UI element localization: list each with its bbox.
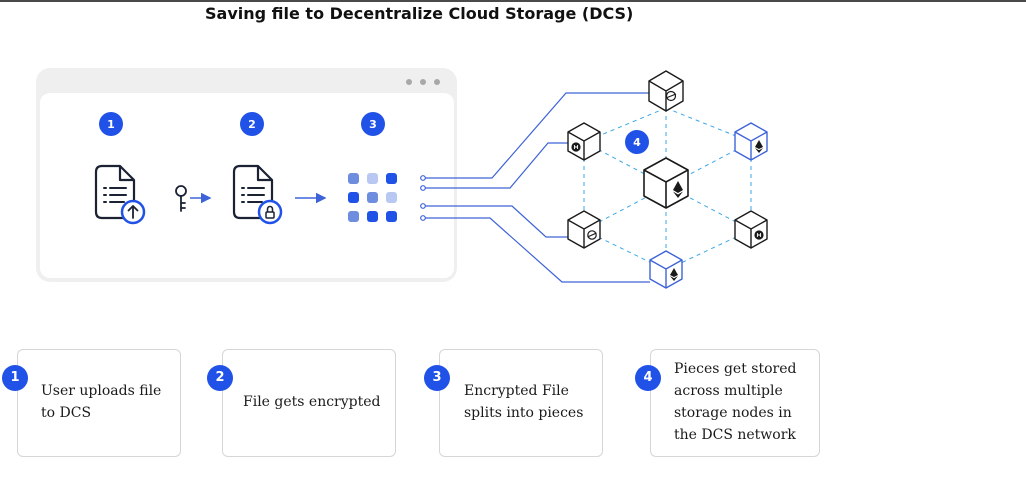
file-upload-icon xyxy=(94,164,146,225)
step-4-text: Pieces get stored across multiple storag… xyxy=(674,358,796,446)
step-4-line-1: Pieces get stored xyxy=(674,361,797,377)
step-1-text: User uploads file to DCS xyxy=(41,380,161,424)
window-dot-1 xyxy=(406,79,412,85)
stellar-icon xyxy=(665,90,677,102)
ethereum-icon xyxy=(755,140,763,153)
step-2-line-1: File gets encrypted xyxy=(243,394,381,410)
storage-node-upper-left xyxy=(567,122,601,161)
storage-node-lower-left xyxy=(567,210,601,249)
step-1-line-2: to DCS xyxy=(41,405,92,421)
step-card-4 xyxy=(650,349,820,457)
top-rule xyxy=(0,0,1026,2)
window-dot-3 xyxy=(434,79,440,85)
svg-text:2: 2 xyxy=(248,118,256,131)
step-badge-1: 1 xyxy=(2,365,28,391)
key-icon xyxy=(175,185,187,212)
storage-node-lower-right xyxy=(734,210,768,249)
window-dot-2 xyxy=(420,79,426,85)
storage-node-bottom xyxy=(649,250,683,289)
network-step-badge: 4 xyxy=(625,130,649,154)
step-1-line-1: User uploads file xyxy=(41,383,162,399)
step-4-line-3: storage nodes in xyxy=(674,405,792,421)
file-pieces-grid xyxy=(348,173,397,222)
svg-text:1: 1 xyxy=(107,118,115,131)
browser-step-badge-2: 2 xyxy=(240,112,264,136)
step-3-text: Encrypted File splits into pieces xyxy=(464,380,583,424)
storage-node-top xyxy=(648,70,684,112)
step-4-line-4: the DCS network xyxy=(674,427,796,443)
step-badge-4: 4 xyxy=(635,365,661,391)
step-3-line-2: splits into pieces xyxy=(464,405,584,421)
svg-text:3: 3 xyxy=(369,118,377,131)
browser-step-badge-1: 1 xyxy=(99,112,123,136)
ethereum-icon xyxy=(670,268,678,281)
piece-connectors xyxy=(420,92,650,283)
step-card-1 xyxy=(17,349,181,457)
step-card-3 xyxy=(439,349,603,457)
stellar-icon xyxy=(587,230,597,240)
storage-node-center xyxy=(643,157,689,209)
step-badge-2: 2 xyxy=(207,365,233,391)
browser-step-badge-3: 3 xyxy=(361,112,385,136)
file-encrypted-icon xyxy=(232,164,283,225)
step-4-line-2: across multiple xyxy=(674,383,783,399)
step-2-text: File gets encrypted xyxy=(243,391,381,413)
step-3-line-1: Encrypted File xyxy=(464,383,569,399)
svg-text:4: 4 xyxy=(633,136,641,149)
storage-node-upper-right xyxy=(734,122,768,161)
ethereum-icon xyxy=(673,181,683,198)
step-badge-3: 3 xyxy=(424,365,450,391)
page-title: Saving file to Decentralize Cloud Storag… xyxy=(205,4,634,23)
step-card-2 xyxy=(222,349,396,457)
